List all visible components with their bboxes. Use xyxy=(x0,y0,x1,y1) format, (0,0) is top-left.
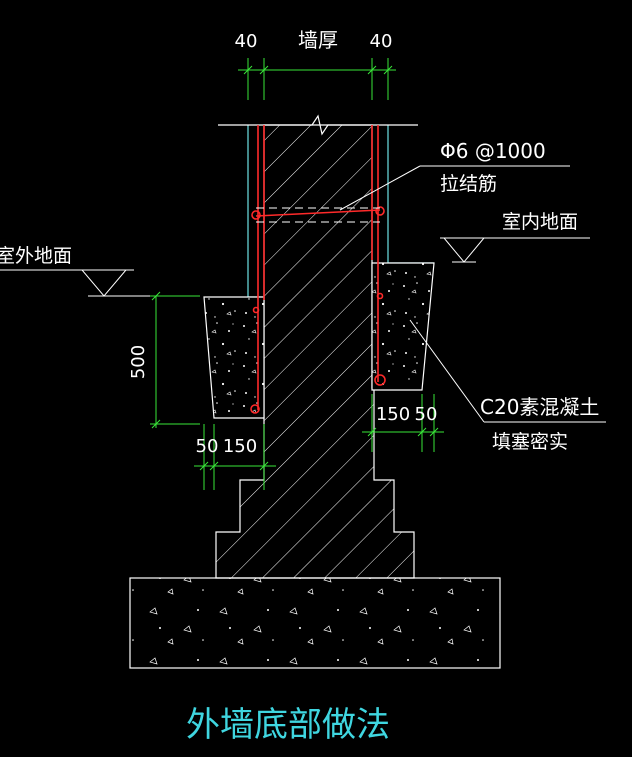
concrete-fill-label: 填塞密实 xyxy=(492,431,568,453)
tie-bar-spec: Φ6 @1000 xyxy=(440,139,546,163)
drawing-title: 外墙底部做法 xyxy=(186,705,390,745)
dim-bottom-right-50: 50 xyxy=(415,404,438,425)
vertical-dimension xyxy=(150,291,200,429)
outdoor-ground-symbol xyxy=(0,269,198,297)
concrete-fill-right xyxy=(371,262,435,391)
foundation-slab xyxy=(129,577,501,669)
bottom-left-dimension xyxy=(194,424,276,490)
dim-top-left: 40 xyxy=(235,31,258,52)
dim-bottom-right-150: 150 xyxy=(376,404,410,425)
tie-bar-leader xyxy=(339,165,570,211)
concrete-fill-left xyxy=(203,296,265,419)
indoor-ground-symbol xyxy=(440,237,590,263)
concrete-grade-label: C20素混凝土 xyxy=(480,395,599,419)
tie-bar-name: 拉结筋 xyxy=(440,173,497,195)
dim-vertical-500: 500 xyxy=(128,345,149,379)
bottom-right-dimension xyxy=(362,394,444,452)
outdoor-ground-label: 室外地面 xyxy=(0,245,72,267)
indoor-ground-label: 室内地面 xyxy=(502,211,578,233)
dim-top-right: 40 xyxy=(370,31,393,52)
break-line xyxy=(218,114,418,136)
top-dimension xyxy=(238,58,396,100)
dim-bottom-left-50: 50 xyxy=(196,436,219,457)
concrete-leader xyxy=(409,319,606,423)
dim-wall-thickness: 墙厚 xyxy=(298,28,338,52)
dim-bottom-left-150: 150 xyxy=(223,436,257,457)
